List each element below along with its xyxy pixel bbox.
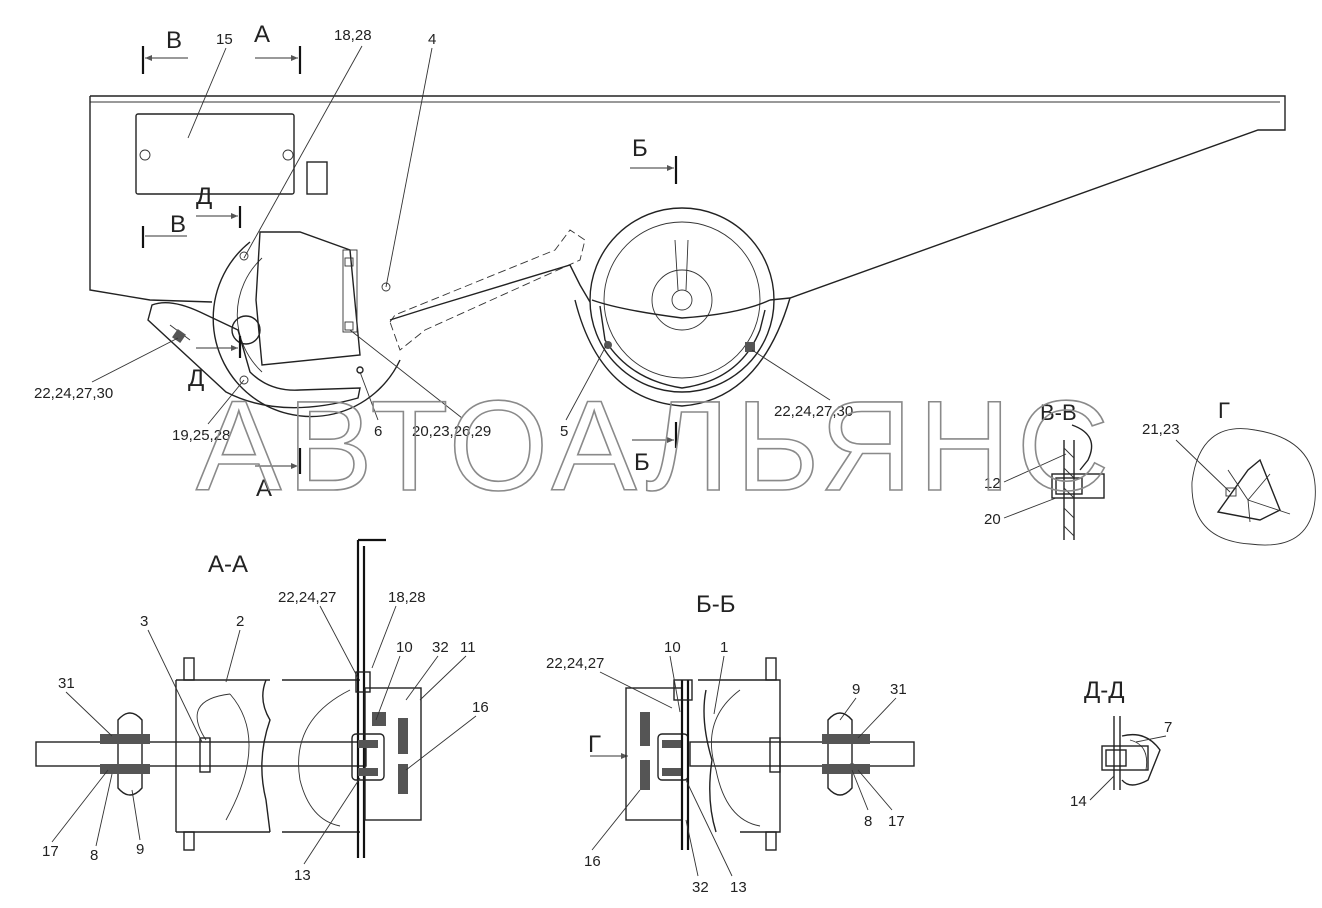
section-markers: В А Д В Б Д А Б: [141, 21, 678, 502]
callout-19-25-28: 19,25,28: [172, 427, 230, 444]
section-aa: А-А 3 2 22,24,27 18,28 1: [35, 538, 489, 884]
section-mark-a-top: А: [254, 21, 270, 48]
callout-22-left: 22,24,27,30: [34, 385, 113, 402]
view-title-bb: Б-Б: [696, 591, 736, 618]
view-vv: В-В 12 20: [984, 400, 1105, 540]
view-title-vv: В-В: [1040, 400, 1077, 425]
callout-aa-13: 13: [294, 867, 311, 884]
callout-18-28: 18,28: [334, 27, 372, 44]
callout-bb-10: 10: [664, 639, 681, 656]
callout-aa-17: 17: [42, 843, 59, 860]
section-mark-a-low: А: [256, 475, 272, 502]
callout-aa-31: 31: [58, 675, 75, 692]
main-view-callouts: 15 18,28 4 22,24,27,30 19,25,28 6 20,23,…: [34, 27, 853, 444]
section-mark-d-top: Д: [196, 183, 212, 210]
section-mark-v-top: В: [166, 27, 182, 54]
callout-aa-3: 3: [140, 613, 148, 630]
callout-15: 15: [216, 31, 233, 48]
callout-bb-16: 16: [584, 853, 601, 870]
callout-vv-20: 20: [984, 511, 1001, 528]
view-title-dd: Д-Д: [1084, 677, 1125, 704]
callout-bb-32: 32: [692, 879, 709, 896]
section-mark-b-low: Б: [634, 449, 650, 476]
callout-aa-16: 16: [472, 699, 489, 716]
section-bb: Б-Б Г 22,24,27 10 1 9 31: [546, 591, 915, 896]
callout-bb-17: 17: [888, 813, 905, 830]
view-title-g: Г: [1218, 398, 1230, 423]
callout-6: 6: [374, 423, 382, 440]
section-mark-d-low: Д: [188, 365, 204, 392]
watermark: АВТОАЛЬЯНС: [196, 375, 1115, 518]
callout-g-21-23: 21,23: [1142, 421, 1180, 438]
g-view-arrow-label: Г: [588, 731, 601, 758]
callout-22-right: 22,24,27,30: [774, 403, 853, 420]
callout-vv-12: 12: [984, 475, 1001, 492]
callout-aa-9: 9: [136, 841, 144, 858]
callout-aa-32: 32: [432, 639, 449, 656]
view-g: Г 21,23: [1142, 398, 1316, 546]
callout-aa-8: 8: [90, 847, 98, 864]
section-mark-v-mid: В: [170, 211, 186, 238]
main-side-view: [89, 95, 1286, 418]
callout-5: 5: [560, 423, 568, 440]
view-title-aa: А-А: [208, 551, 248, 578]
callout-aa-22: 22,24,27: [278, 589, 336, 606]
callout-bb-1: 1: [720, 639, 728, 656]
callout-bb-22: 22,24,27: [546, 655, 604, 672]
callout-aa-2: 2: [236, 613, 244, 630]
callout-aa-18: 18,28: [388, 589, 426, 606]
callout-dd-7: 7: [1164, 719, 1172, 736]
section-dd: Д-Д 7 14: [1070, 677, 1172, 810]
callout-bb-9: 9: [852, 681, 860, 698]
callout-20-23-26-29: 20,23,26,29: [412, 423, 491, 440]
callout-aa-10: 10: [396, 639, 413, 656]
callout-4: 4: [428, 31, 436, 48]
callout-dd-14: 14: [1070, 793, 1087, 810]
section-mark-b-top: Б: [632, 135, 648, 162]
callout-bb-13: 13: [730, 879, 747, 896]
callout-bb-8: 8: [864, 813, 872, 830]
callout-bb-31: 31: [890, 681, 907, 698]
callout-aa-11: 11: [460, 639, 476, 656]
